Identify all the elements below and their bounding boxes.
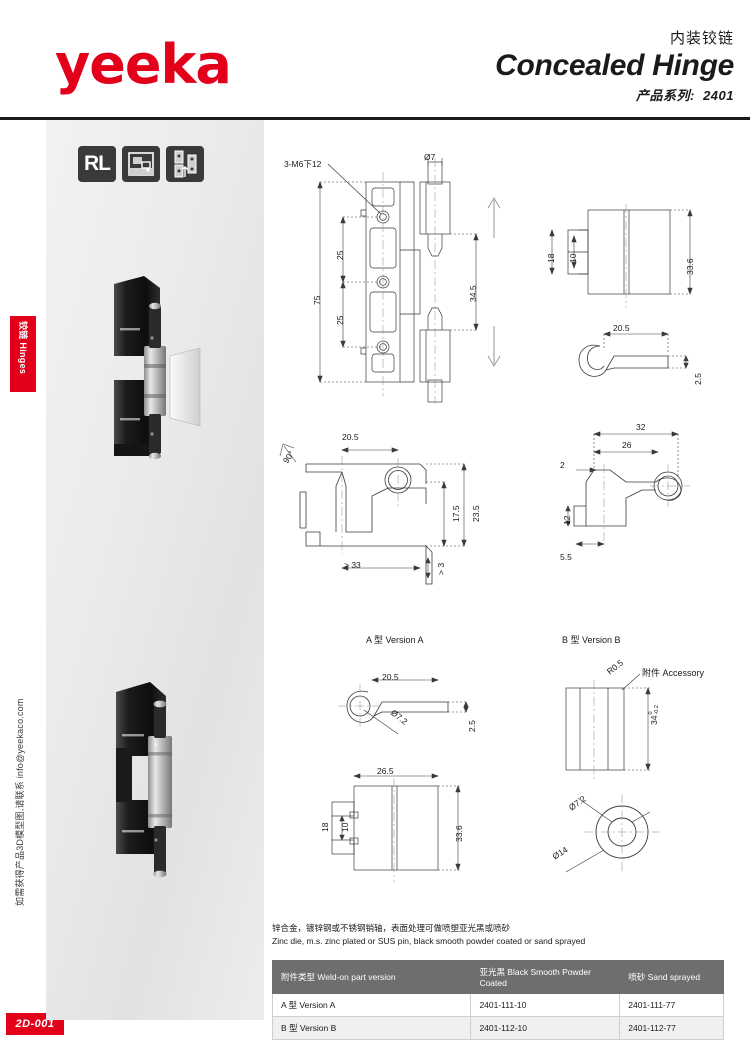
dim-vaf-height: 33.6 xyxy=(454,825,464,842)
page-title-en: Concealed Hinge xyxy=(495,48,734,82)
dim-pin-dia: Ø7 xyxy=(424,152,436,162)
dim-overall-height: 75 xyxy=(312,295,322,305)
section-right-view xyxy=(565,431,690,547)
section-tab-label: 铰链 Hinges xyxy=(18,321,28,375)
dim-hook-thickness: 2.5 xyxy=(693,373,703,385)
contact-note: 如需获得产品3D模型图,请联系 info@yeekaco.com xyxy=(15,698,25,906)
spec-header-black: 亚光黑 Black Smooth Powder Coated xyxy=(470,960,621,994)
dim-height-336: 33.6 xyxy=(685,258,695,275)
page-header: yeeka 内装铰链 Concealed Hinge 产品系列: 2401 xyxy=(0,0,750,119)
dim-va-reach: 20.5 xyxy=(382,672,399,682)
dim-right-depth: 12 xyxy=(562,515,572,525)
dim-section-inner: 17.5 xyxy=(451,505,461,522)
material-note-cn: 锌合金，镀锌钢或不锈钢销轴，表面处理可做喷塑亚光黑或喷砂 xyxy=(272,923,511,933)
dim-vaf-flange: 18 xyxy=(320,822,330,832)
table-row: A 型 Version A 2401-111-10 2401-111-77 xyxy=(271,993,724,1017)
accessory-tol-lower: -0.2 xyxy=(653,705,660,715)
page-title-cn: 内装铰链 xyxy=(669,30,734,47)
rl-badge: RL xyxy=(78,146,116,182)
version-a-hook-view xyxy=(338,677,469,735)
section-left-view xyxy=(279,443,467,585)
feature-badges: RL xyxy=(78,146,204,182)
series-line: 产品系列: 2401 xyxy=(495,85,734,104)
dim-vaf-width: 26.5 xyxy=(377,766,394,776)
material-note-en: Zinc die, m.s. zinc plated or SUS pin, b… xyxy=(272,935,586,946)
dim-gap-10: 10 xyxy=(568,253,578,263)
hinge-with-bracket-photo xyxy=(114,276,201,460)
section-tab: 铰链 Hinges xyxy=(10,316,36,392)
main-callout: 3-M6下12 xyxy=(284,159,322,169)
series-value: 2401 xyxy=(703,88,734,104)
spec-cell-version: A 型 Version A xyxy=(271,993,472,1017)
dim-pitch-bottom: 25 xyxy=(335,315,345,325)
version-a-label: A 型 Version A xyxy=(366,635,424,645)
spec-table-header-row: 附件类型 Weld-on part version 亚光黑 Black Smoo… xyxy=(271,960,724,994)
title-block: 内装铰链 Concealed Hinge 产品系列: 2401 xyxy=(495,30,734,104)
hinge-body-photo xyxy=(116,682,172,878)
dim-va-thickness: 2.5 xyxy=(467,720,477,732)
top-right-view xyxy=(549,204,693,308)
dim-right-overall: 32 xyxy=(636,422,646,432)
hinge-badge xyxy=(166,146,204,182)
accessory-length-value: 34 xyxy=(649,715,660,725)
technical-drawing-area: 3-M6下12 75 25 25 34.5 Ø7 18 10 33.6 xyxy=(264,120,750,1049)
dim-min-width: > 33 xyxy=(344,560,361,570)
series-label: 产品系列: xyxy=(636,88,695,104)
dim-right-base: 5.5 xyxy=(560,552,572,562)
spec-header-version: 附件类型 Weld-on part version xyxy=(271,960,472,994)
accessory-block-view xyxy=(565,673,651,780)
header-divider xyxy=(0,117,750,120)
brand-logo: yeeka xyxy=(55,33,232,96)
material-note: 锌合金，镀锌钢或不锈钢销轴，表面处理可做喷塑亚光黑或喷砂 Zinc die, m… xyxy=(272,922,728,948)
spec-header-sand: 喷砂 Sand sprayed xyxy=(619,960,724,994)
hook-profile-view xyxy=(578,331,689,377)
spec-cell-black: 2401-112-10 xyxy=(470,1016,621,1040)
dim-flange-18: 18 xyxy=(546,253,556,263)
mounting-badge-icon xyxy=(128,152,154,176)
spec-cell-black: 2401-111-10 xyxy=(470,993,621,1017)
dim-right-inner: 26 xyxy=(622,440,632,450)
accessory-label: 附件 Accessory xyxy=(642,668,705,678)
dim-hook-reach: 20.5 xyxy=(613,323,630,333)
dim-pitch-top: 25 xyxy=(335,250,345,260)
version-a-front-view xyxy=(331,773,461,882)
main-front-view xyxy=(317,158,501,404)
spec-cell-sand: 2401-112-77 xyxy=(619,1016,724,1040)
product-photo-column: RL xyxy=(46,120,264,1020)
spec-cell-version: B 型 Version B xyxy=(271,1016,472,1040)
mounting-badge xyxy=(122,146,160,182)
dim-section-outer: 23.5 xyxy=(471,505,481,522)
table-row: B 型 Version B 2401-112-10 2401-112-77 xyxy=(271,1016,724,1040)
version-b-label: B 型 Version B xyxy=(562,635,621,645)
dim-right-top-thk: 2 xyxy=(560,460,565,470)
spec-table: 附件类型 Weld-on part version 亚光黑 Black Smoo… xyxy=(271,960,724,1040)
dim-section-reach: 20.5 xyxy=(342,432,359,442)
dim-min-gap: > 3 xyxy=(436,562,446,575)
dim-pin-span: 34.5 xyxy=(468,285,478,302)
hinge-badge-icon xyxy=(174,150,197,178)
dim-vaf-gap: 10 xyxy=(340,822,350,832)
left-rail: 铰链 Hinges 如需获得产品3D模型图,请联系 info@yeekaco.c… xyxy=(0,120,46,1049)
spec-cell-sand: 2401-111-77 xyxy=(619,993,724,1017)
accessory-section-view xyxy=(565,794,660,873)
